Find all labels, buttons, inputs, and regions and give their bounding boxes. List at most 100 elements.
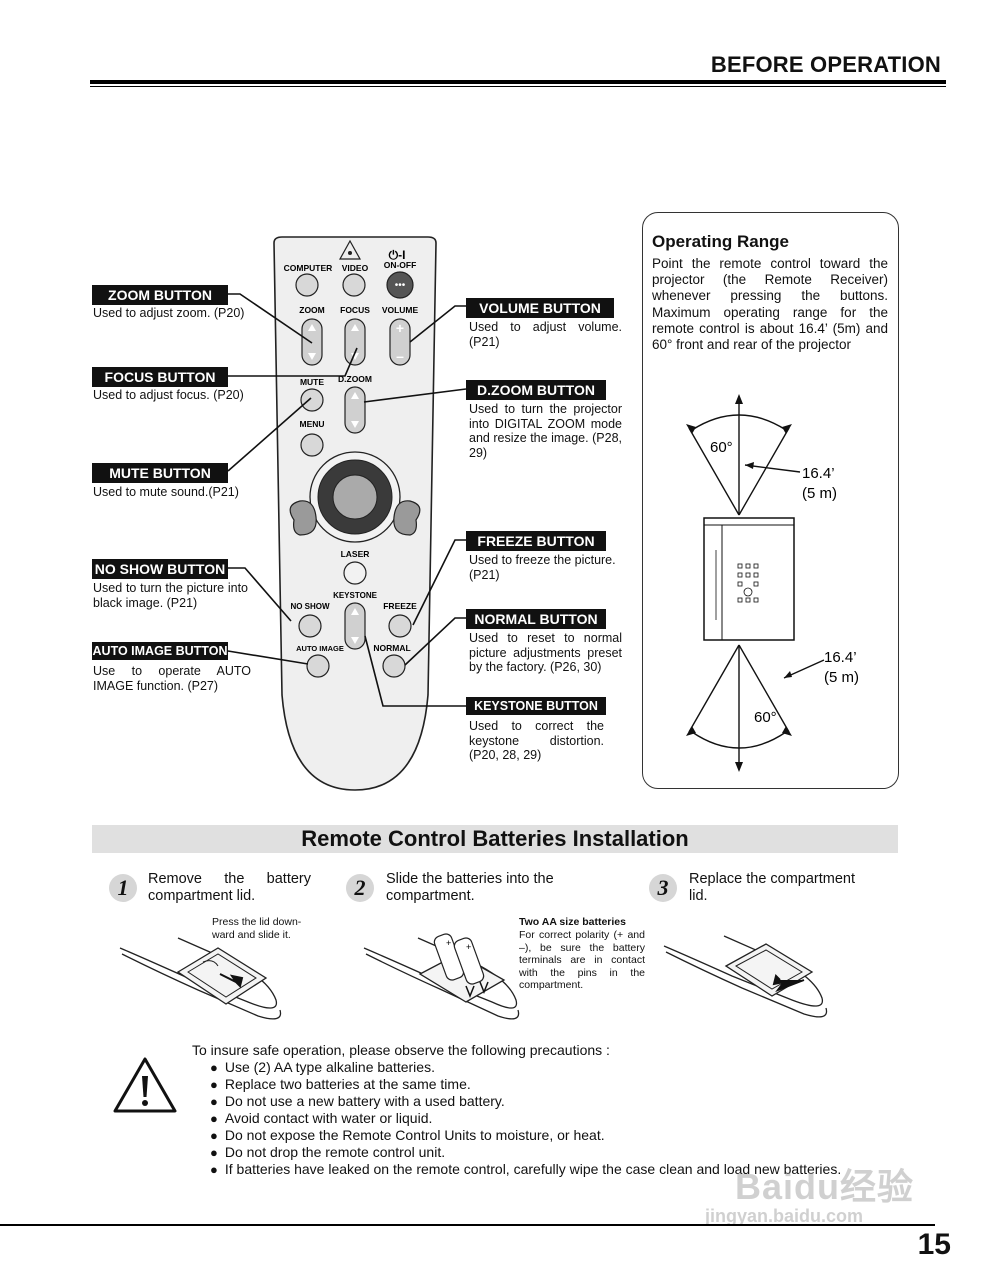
svg-text:+: + [466, 942, 471, 952]
page-header-title: BEFORE OPERATION [710, 52, 941, 77]
normal-button[interactable] [382, 654, 406, 678]
left-click-button[interactable] [289, 500, 317, 536]
key-label-keystone: KEYSTONE [333, 591, 378, 600]
laser-button[interactable] [343, 561, 367, 585]
step-2-note-title: Two AA size batteries [519, 916, 626, 928]
key-label-dzoom: D.ZOOM [338, 374, 372, 384]
right-click-button[interactable] [393, 500, 421, 536]
precautions-list: Use (2) AA type alkaline batteries. Repl… [210, 1059, 841, 1178]
header-rule [90, 80, 946, 84]
step-2-note: For correct polarity (+ and –), be sure … [519, 929, 645, 991]
projector-top-view [703, 517, 795, 641]
key-label-on-off: ON-OFF [384, 260, 417, 270]
step-2-number: 2 [354, 875, 366, 900]
precaution-item: Do not drop the remote control unit. [210, 1144, 841, 1161]
volume-button-desc: Used to adjust volume. (P21) [469, 320, 622, 349]
freeze-button-label: FREEZE BUTTON [466, 531, 606, 551]
operating-range-title: Operating Range [652, 232, 789, 251]
page-number: 15 [917, 1228, 951, 1261]
svg-text:–: – [396, 348, 404, 364]
distance-top-m: (5 m) [802, 485, 837, 502]
step-3-text: Replace the compartment lid. [689, 871, 856, 904]
precaution-item: Do not expose the Remote Control Units t… [210, 1127, 841, 1144]
precaution-item: Use (2) AA type alkaline batteries. [210, 1059, 841, 1076]
normal-button-desc: Used to reset to normal picture adjustme… [469, 631, 622, 674]
freeze-button-desc: Used to freeze the picture. (P21) [469, 553, 616, 582]
step-2-text: Slide the batteries into the compartment… [386, 871, 554, 904]
key-label-video: VIDEO [342, 263, 369, 273]
mute-button-label: MUTE BUTTON [92, 463, 228, 483]
key-label-menu: MENU [299, 419, 324, 429]
key-label-focus: FOCUS [340, 305, 370, 315]
keystone-button-desc: Used to correct the keystone distortion.… [469, 719, 604, 762]
battery-section-bar [92, 825, 898, 853]
distance-top-ft: 16.4’ [802, 465, 835, 482]
freeze-button[interactable] [388, 614, 412, 638]
dzoom-button-desc: Used to turn the projector into DIGITAL … [469, 402, 622, 460]
angle-bottom-label: 60° [754, 709, 777, 726]
operating-range-text: Point the remote control toward the proj… [652, 256, 888, 353]
operating-range-panel [642, 212, 899, 789]
distance-bottom-ft: 16.4’ [824, 649, 857, 666]
step-1-note: Press the lid down-ward and slide it. [212, 916, 302, 941]
watermark-url: jingyan.baidu.com [705, 1206, 864, 1226]
key-label-no-show: NO SHOW [290, 602, 330, 611]
key-label-freeze: FREEZE [383, 601, 417, 611]
no-show-button-desc: Used to turn the picture into black imag… [93, 581, 248, 610]
computer-button[interactable] [295, 273, 319, 297]
keystone-button-label: KEYSTONE BUTTON [466, 697, 606, 715]
watermark-logo: Baidu经验 [735, 1166, 915, 1207]
no-show-button[interactable] [298, 614, 322, 638]
auto-image-button-desc: Use to operate AUTO IMAGE function. (P27… [93, 664, 251, 693]
step-3-number: 3 [657, 875, 669, 900]
step-1-number: 1 [117, 875, 129, 900]
key-label-mute: MUTE [300, 377, 324, 387]
key-label-volume: VOLUME [382, 305, 419, 315]
on-off-button[interactable] [386, 271, 414, 299]
step-1-badge [109, 874, 137, 902]
key-label-zoom: ZOOM [299, 305, 325, 315]
step-1-illustration [119, 937, 282, 1020]
footer-rule [0, 1224, 935, 1226]
key-label-normal: NORMAL [373, 643, 410, 653]
warning-icon [113, 1057, 177, 1113]
step-3-badge [649, 874, 677, 902]
precaution-item: If batteries have leaked on the remote c… [210, 1161, 841, 1178]
auto-image-button[interactable] [306, 654, 330, 678]
header-rule-thin [90, 86, 946, 87]
svg-text:+: + [446, 938, 451, 948]
mute-button[interactable] [300, 388, 324, 412]
focus-button-desc: Used to adjust focus. (P20) [93, 388, 244, 402]
step-3-illustration [663, 935, 828, 1018]
zoom-button-label: ZOOM BUTTON [92, 285, 228, 305]
keystone-rocker[interactable] [344, 602, 366, 650]
precaution-item: Avoid contact with water or liquid. [210, 1110, 841, 1127]
precaution-item: Do not use a new battery with a used bat… [210, 1093, 841, 1110]
angle-top-label: 60° [710, 439, 733, 456]
dzoom-rocker[interactable] [344, 386, 366, 434]
menu-button[interactable] [300, 433, 324, 457]
svg-text:•••: ••• [395, 280, 406, 291]
video-button[interactable] [342, 273, 366, 297]
battery-section-title: Remote Control Batteries Installation [301, 826, 689, 851]
key-label-auto-image: AUTO IMAGE [296, 644, 344, 653]
remote-control-illustration: ⏻-I COMPUTER VIDEO ON-OFF ••• ZOOM FOCUS… [273, 236, 437, 791]
power-symbol: ⏻-I [389, 248, 406, 262]
precaution-item: Replace two batteries at the same time. [210, 1076, 841, 1093]
key-label-computer: COMPUTER [284, 263, 333, 273]
normal-button-label: NORMAL BUTTON [466, 609, 606, 629]
auto-image-button-label: AUTO IMAGE BUTTON [92, 642, 228, 660]
key-label-laser: LASER [341, 549, 370, 559]
precautions-intro: To insure safe operation, please observe… [192, 1042, 610, 1058]
step-2-illustration: ++ [363, 933, 520, 1020]
step-2-badge [346, 874, 374, 902]
svg-text:+: + [396, 320, 404, 336]
focus-button-label: FOCUS BUTTON [92, 367, 228, 387]
distance-bottom-m: (5 m) [824, 669, 859, 686]
operating-range-diagram: 60° 16.4’ (5 m) 16.4’ (5 m) 60° [686, 394, 859, 772]
no-show-button-label: NO SHOW BUTTON [92, 559, 228, 579]
dzoom-button-label: D.ZOOM BUTTON [466, 380, 606, 400]
volume-button-label: VOLUME BUTTON [466, 298, 614, 318]
zoom-button-desc: Used to adjust zoom. (P20) [93, 306, 245, 320]
step-1-text: Remove the battery compartment lid. [148, 871, 311, 904]
